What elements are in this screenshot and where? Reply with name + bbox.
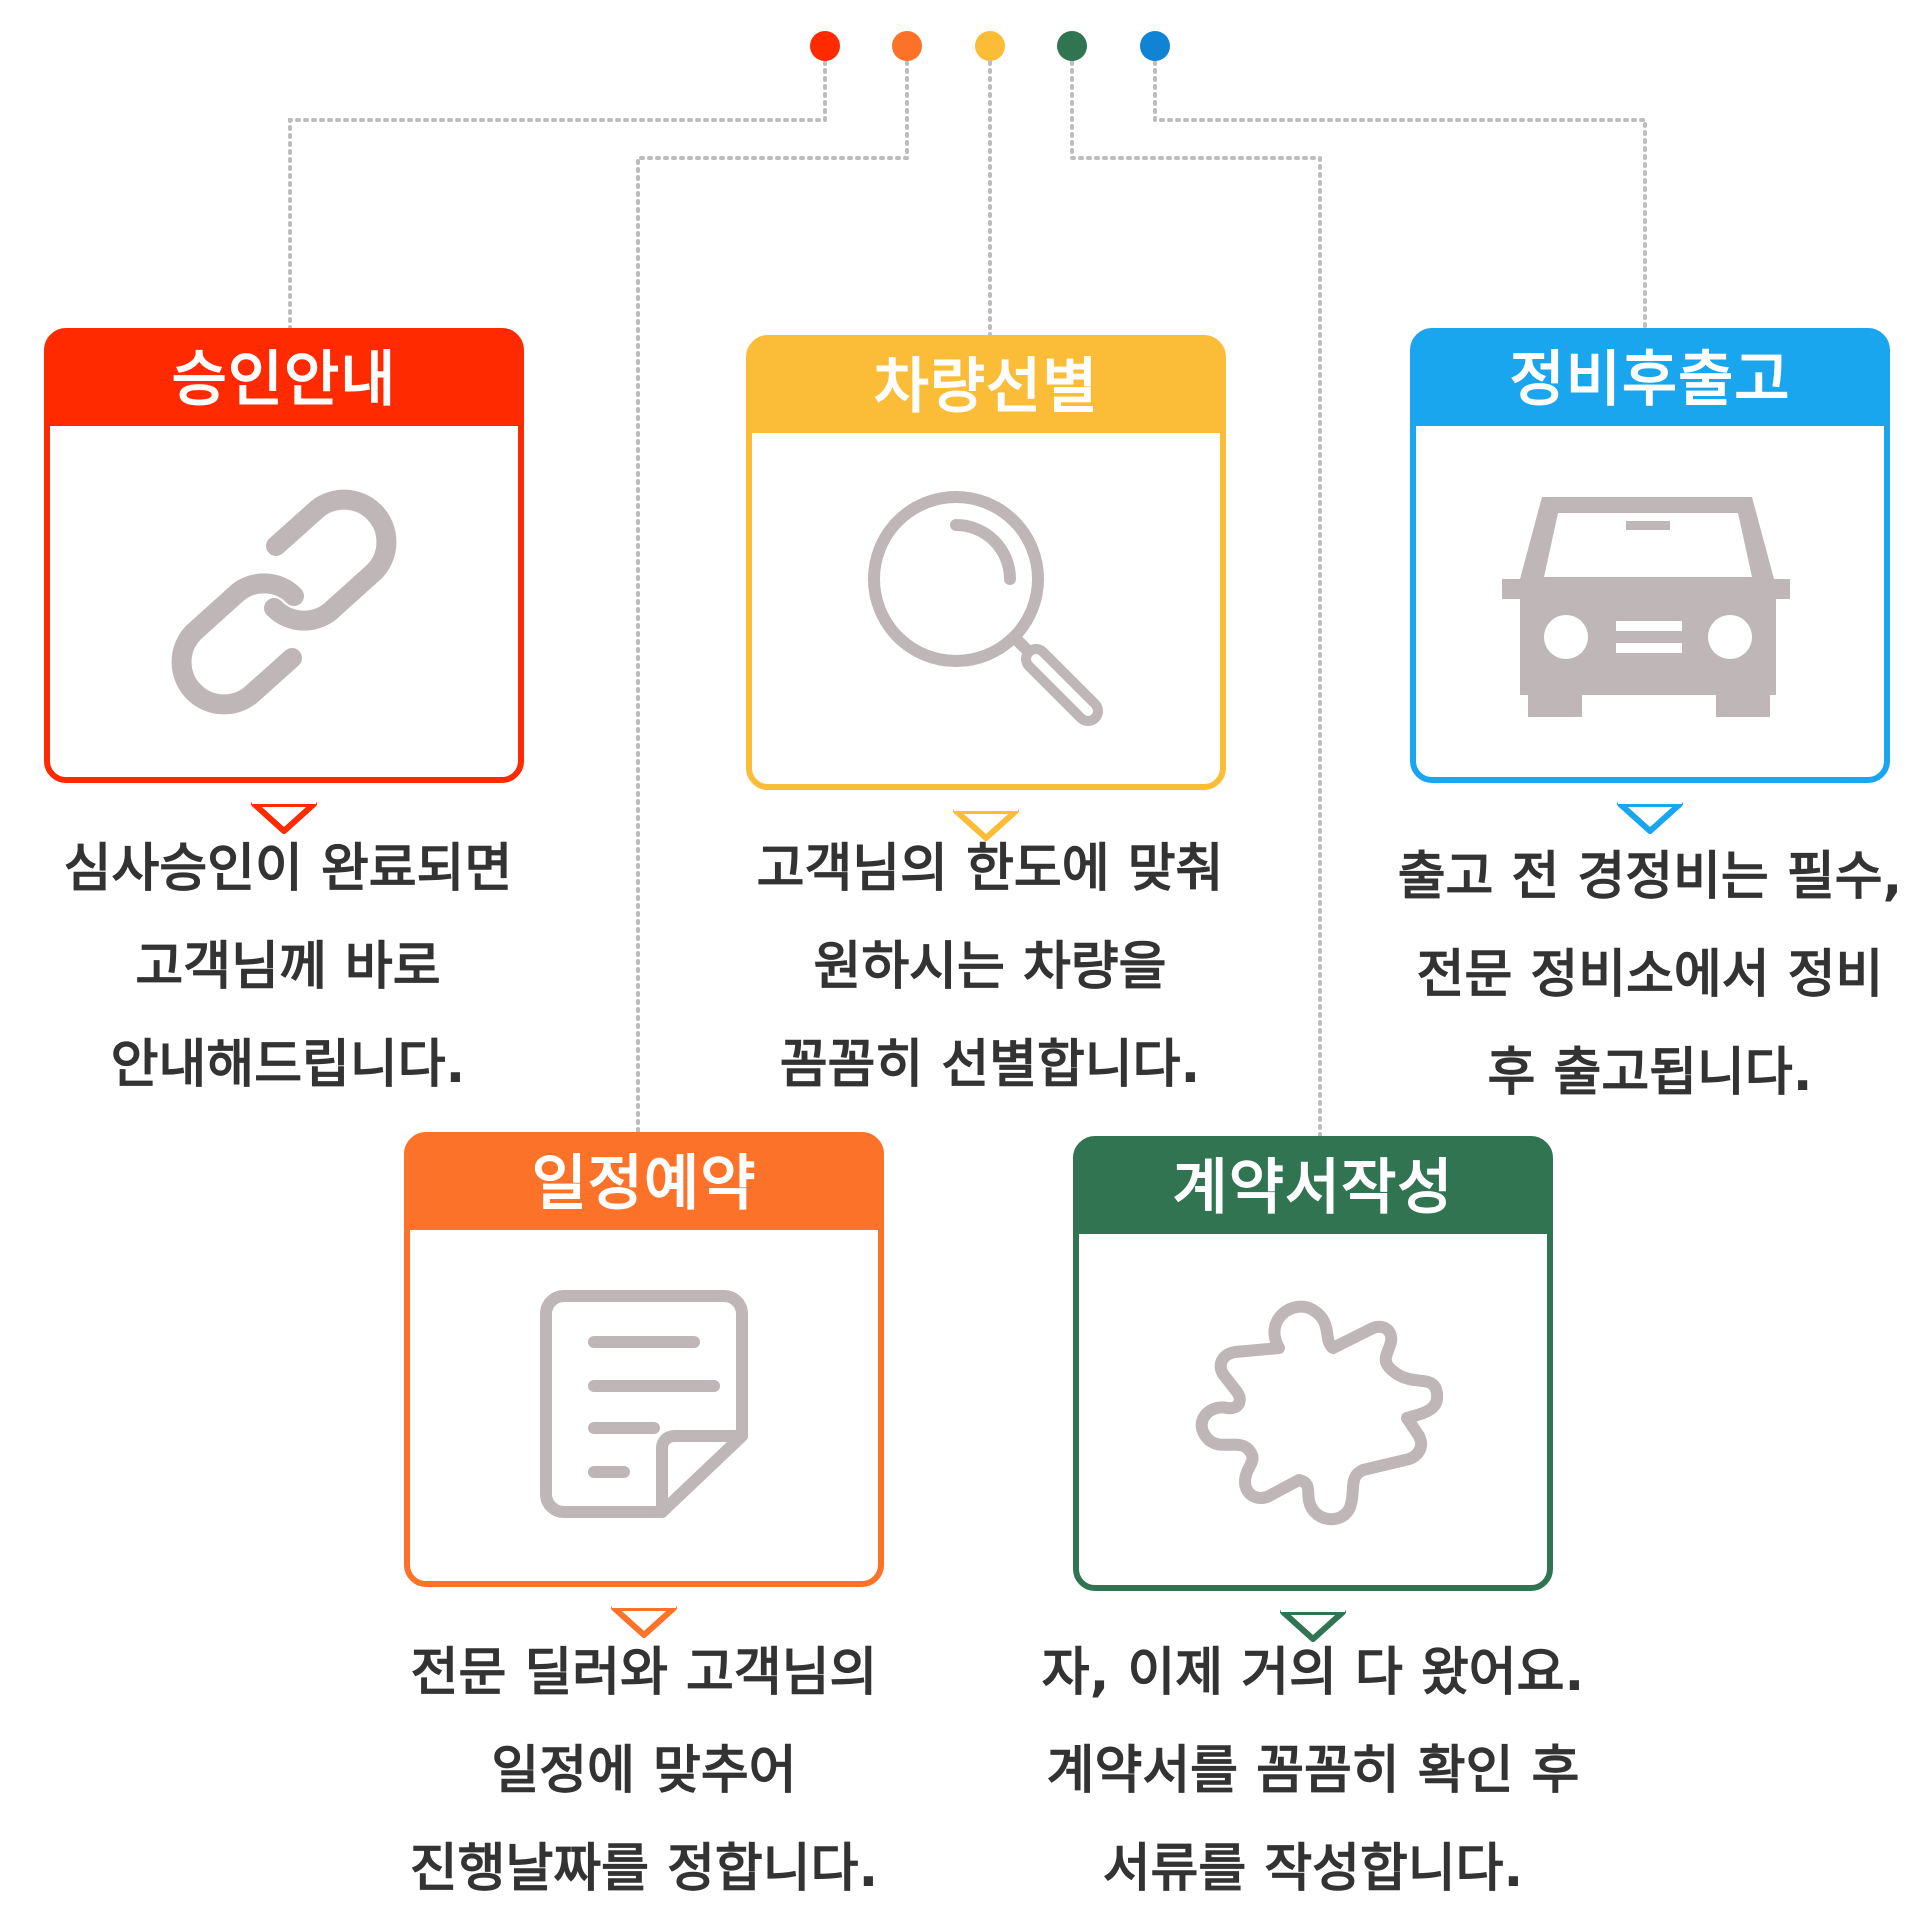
orange-dot [892,31,922,61]
step-description-delivery: 출고 전 경정비는 필수, 전문 정비소에서 정비 후 출고됩니다. [1340,828,1920,1122]
description-line: 전문 딜러와 고객님의 [410,1643,878,1703]
description-line: 자, 이제 거의 다 왔어요. [1041,1643,1585,1703]
puzzle-icon [1195,1300,1443,1525]
document-icon [540,1289,748,1518]
link-icon [171,489,397,714]
connector-delivery [1153,60,1647,332]
step-description-vehicle: 고객님의 한도에 맞춰 원하시는 차량을 꼼꼼히 선별합니다. [680,820,1300,1114]
description-line: 후 출고됩니다. [1487,1043,1813,1103]
green-dot [1057,31,1087,61]
step-title: 정비후출고 [1416,334,1884,426]
step-description-approval: 심사승인이 완료되면 고객님께 바로 안내해드립니다. [0,820,598,1114]
step-card-contract: 계약서작성 [1073,1136,1553,1642]
step-description-contract: 자, 이제 거의 다 왔어요. 계약서를 꼼꼼히 확인 후 서류를 작성합니다. [1003,1624,1623,1918]
description-line: 꼼꼼히 선별합니다. [779,1035,1201,1095]
step-card-delivery: 정비후출고 [1410,328,1890,834]
step-title: 계약서작성 [1079,1142,1547,1234]
step-title: 차량선별 [752,341,1220,433]
description-line: 계약서를 꼼꼼히 확인 후 [1046,1741,1580,1801]
step-card-approval: 승인안내 [44,328,524,834]
description-line: 진행날짜를 정합니다. [409,1839,879,1899]
description-line: 출고 전 경정비는 필수, [1397,847,1903,907]
description-line: 고객님께 바로 [135,937,441,997]
description-line: 고객님의 한도에 맞춰 [756,839,1224,899]
description-line: 일정에 맞추어 [491,1741,797,1801]
car-icon [1502,496,1790,717]
connector-schedule [636,60,909,1137]
description-line: 원하시는 차량을 [813,937,1167,997]
magnifier-icon [868,490,1103,726]
step-card-schedule: 일정예약 [404,1132,884,1638]
description-line: 안내해드립니다. [110,1035,466,1095]
connector-contract [1070,60,1322,1139]
connector-approval [288,60,827,332]
description-line: 심사승인이 완료되면 [63,839,513,899]
step-description-schedule: 전문 딜러와 고객님의 일정에 맞추어 진행날짜를 정합니다. [334,1624,954,1918]
red-dot [810,31,840,61]
description-line: 전문 정비소에서 정비 [1416,945,1884,1005]
blue-dot [1140,31,1170,61]
step-card-vehicle: 차량선별 [746,335,1226,841]
description-line: 서류를 작성합니다. [1102,1839,1524,1899]
step-title: 일정예약 [410,1138,878,1230]
yellow-dot [975,31,1005,61]
step-title: 승인안내 [50,334,518,426]
